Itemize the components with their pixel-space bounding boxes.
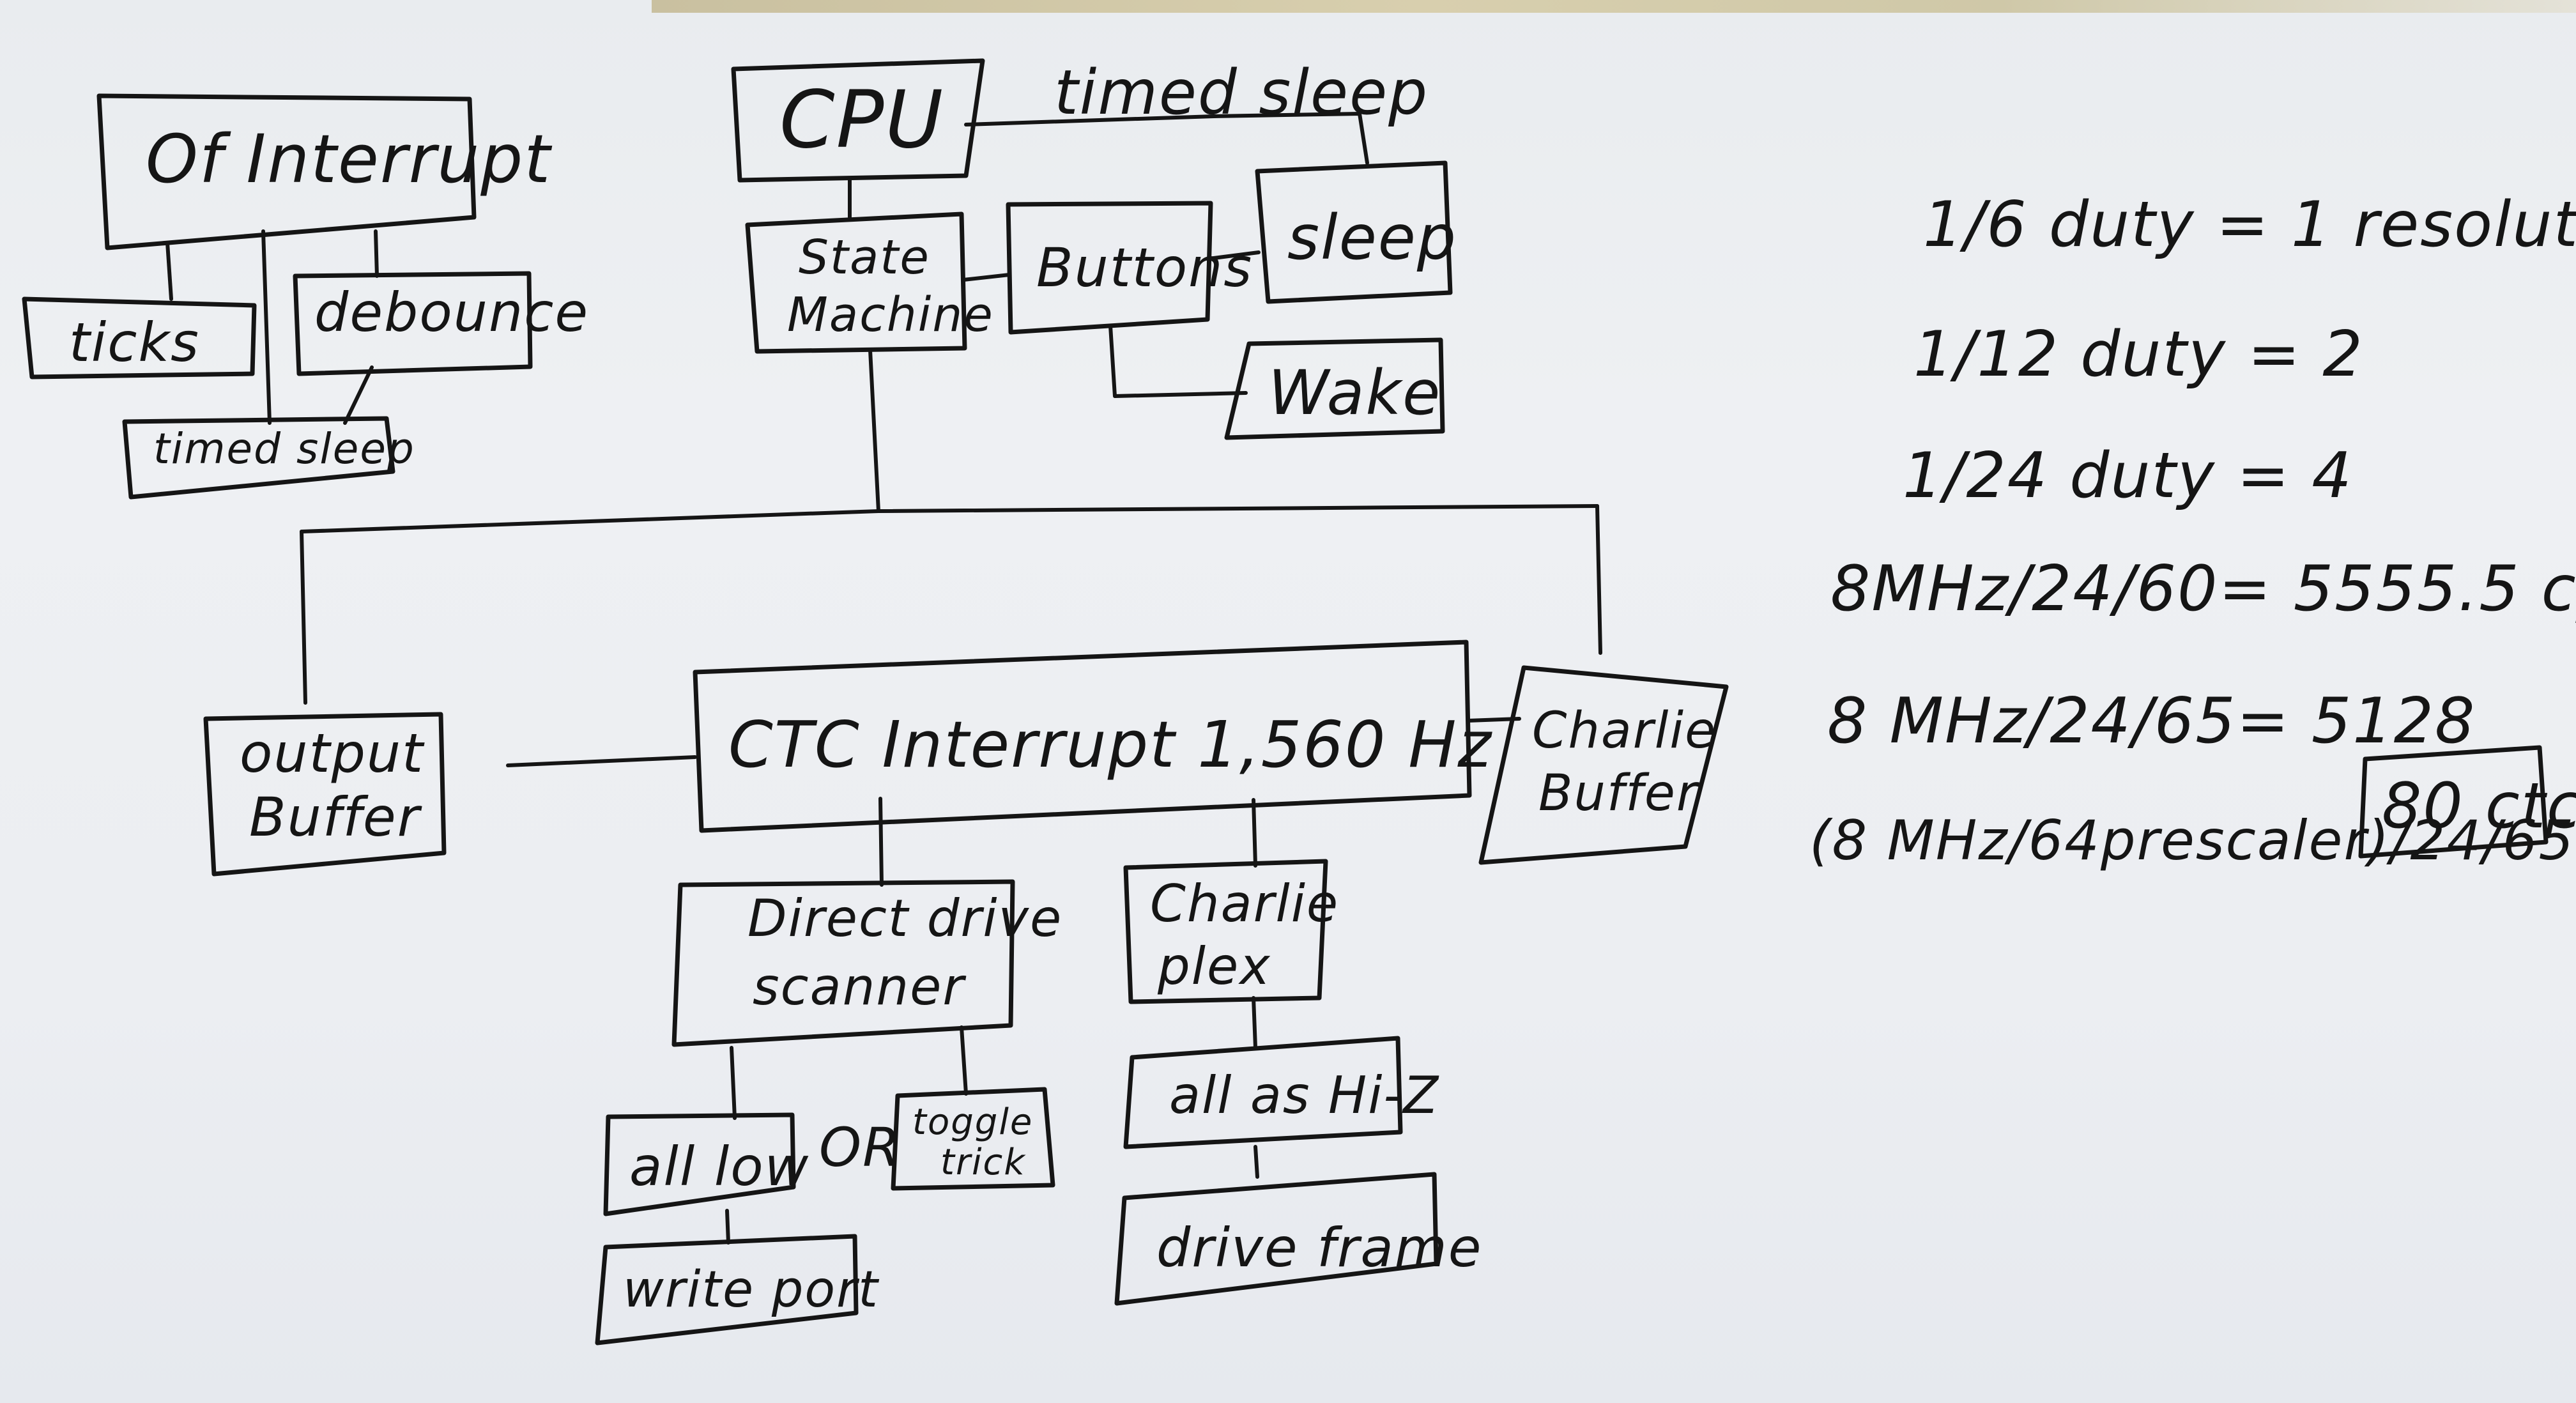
charlieplex-node: Charlie plex [1123, 859, 1339, 1004]
timed-sleep-left-node: timed sleep [122, 416, 415, 500]
wake-node: Wake [1224, 337, 1445, 440]
note-line-4: 8MHz/24/60= 5555.5 cycles [1830, 553, 2576, 625]
state-machine-label-line2: Machine [787, 288, 994, 342]
note-line-6-result: 80 ctc [2382, 770, 2576, 843]
timed-sleep-left-label: timed sleep [153, 424, 415, 473]
toggle-trick-node: toggle trick [891, 1087, 1055, 1191]
timed-sleep-top-label-group: timed sleep [964, 57, 1427, 165]
or-label: OR [819, 1116, 901, 1179]
ticks-label: ticks [69, 311, 200, 374]
debounce-node: debounce [293, 271, 589, 376]
write-port-label: write port [623, 1261, 879, 1319]
buttons-label: Buttons [1036, 236, 1253, 299]
direct-drive-scanner-node: Direct drive scanner [671, 879, 1062, 1047]
all-low-label: all low [629, 1135, 809, 1198]
toggle-trick-label-line1: toggle [912, 1101, 1033, 1143]
note-line-1: 1/6 duty = 1 resolution [1923, 188, 2576, 261]
ctc-interrupt-node: CTC Interrupt 1,560 Hz [693, 640, 1492, 833]
middle-row-connectors [506, 717, 1521, 887]
of-interrupt-label: Of Interrupt [146, 120, 552, 198]
duty-notes: 1/6 duty = 1 resolution 1/12 duty = 2 1/… [1809, 188, 2576, 873]
ctc-interrupt-label: CTC Interrupt 1,560 Hz [728, 707, 1492, 782]
wake-label: Wake [1268, 357, 1441, 429]
table-edge [652, 0, 2576, 13]
drive-frame-node: drive frame [1114, 1172, 1482, 1306]
charlieplex-connectors [1252, 996, 1259, 1179]
sleep-node: sleep [1255, 160, 1457, 304]
output-buffer-node: output Buffer [203, 712, 447, 877]
charlie-buffer-label-line2: Buffer [1538, 765, 1700, 822]
all-as-hiz-node: all as Hi-Z [1123, 1036, 1439, 1149]
cpu-label: CPU [779, 74, 944, 166]
ticks-node: ticks [22, 296, 257, 379]
output-buffer-label-line2: Buffer [249, 786, 422, 848]
note-line-6: (8 MHz/64prescaler)/24/65 = [1809, 809, 2576, 873]
state-machine-node: State Machine [745, 211, 994, 354]
of-interrupt-node: Of Interrupt [96, 93, 552, 250]
write-port-node: write port [595, 1234, 879, 1346]
charlieplex-label-line1: Charlie [1150, 874, 1339, 933]
charlie-buffer-node: Charlie Buffer [1478, 665, 1729, 865]
sleep-label: sleep [1287, 202, 1457, 273]
toggle-trick-label-line2: trick [940, 1142, 1026, 1183]
note-result-box [2358, 745, 2549, 859]
note-line-5: 8 MHz/24/65= 5128 [1827, 685, 2476, 758]
direct-drive-label-line2: scanner [753, 957, 967, 1016]
output-buffer-label-line1: output [240, 722, 425, 785]
charlie-buffer-label-line1: Charlie [1532, 702, 1717, 760]
all-as-hiz-label: all as Hi-Z [1169, 1066, 1439, 1125]
note-line-2: 1/12 duty = 2 [1913, 318, 2364, 391]
debounce-label: debounce [314, 281, 589, 344]
of-interrupt-connectors [165, 229, 379, 425]
cpu-node: CPU [731, 58, 985, 183]
all-low-node: all low [603, 1112, 809, 1216]
direct-drive-connectors [725, 1025, 968, 1245]
direct-drive-label-line1: Direct drive [747, 889, 1062, 948]
cpu-cluster-connectors [848, 177, 1261, 398]
main-bus [300, 348, 1602, 705]
charlieplex-label-line2: plex [1157, 937, 1271, 996]
buttons-node: Buttons [1006, 201, 1253, 335]
note-line-3: 1/24 duty = 4 [1903, 440, 2353, 512]
state-machine-label-line1: State [799, 230, 930, 285]
drive-frame-label: drive frame [1156, 1216, 1482, 1279]
